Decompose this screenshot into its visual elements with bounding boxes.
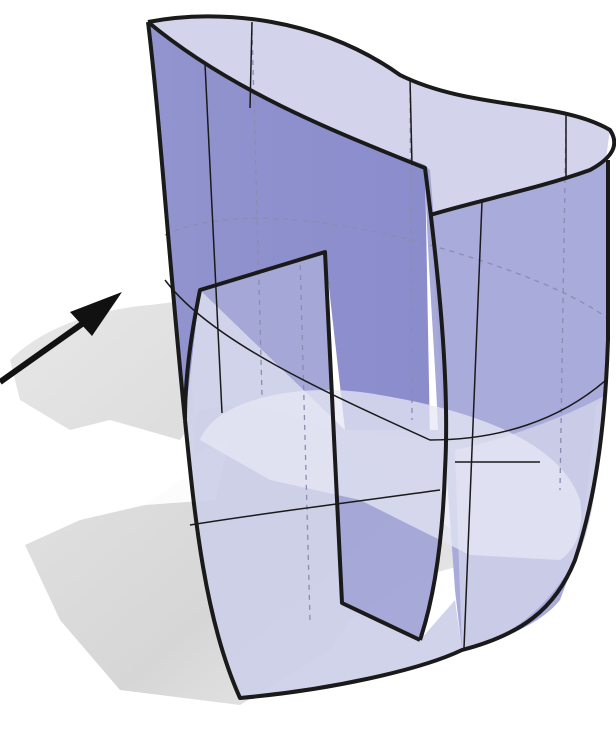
diagram-stage: [0, 0, 616, 731]
surface-diagram: [0, 0, 616, 731]
